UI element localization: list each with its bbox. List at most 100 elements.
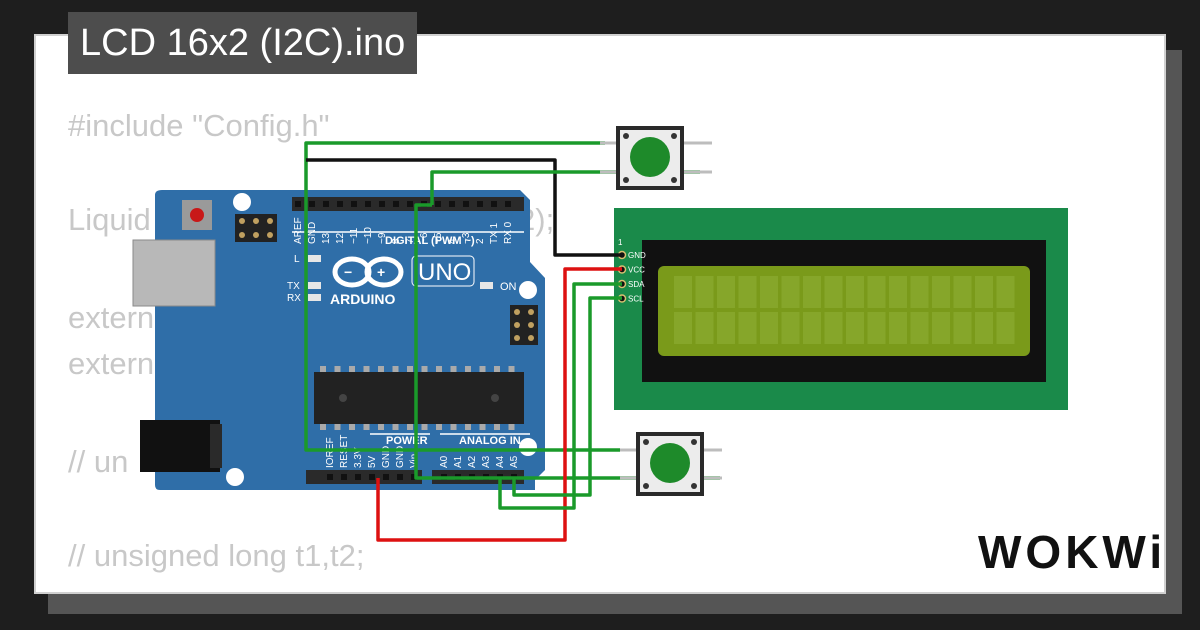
mounting-hole: [519, 438, 537, 456]
digital-pin-hole[interactable]: [379, 201, 385, 207]
power-pin-hole[interactable]: [397, 474, 403, 480]
chip-pin: [334, 424, 341, 430]
button-cap[interactable]: [630, 137, 670, 177]
digital-pin-hole[interactable]: [323, 201, 329, 207]
analog-pin-label: A2: [467, 455, 478, 468]
chip-pin: [494, 424, 500, 430]
code-line-extern-2: extern: [68, 346, 155, 381]
analog-pin-label: A0: [439, 455, 450, 468]
wire-gnd-buttons: [304, 141, 620, 452]
svg-text:−: −: [344, 264, 352, 280]
power-pin-label: GND: [395, 446, 406, 468]
arduino-logo-icon: [332, 256, 404, 288]
digital-pin-label: ~11: [349, 227, 360, 244]
chip-pin: [508, 366, 515, 372]
power-pin-label: 5V: [367, 455, 378, 468]
chip-pin: [334, 366, 341, 372]
chip-pin: [407, 366, 413, 372]
lcd-char-cell: [975, 312, 993, 344]
lcd-char-cell: [674, 276, 692, 308]
lcd-char-cell: [975, 276, 993, 308]
analog-pin-label: A5: [509, 455, 520, 468]
chip-pin: [494, 366, 500, 372]
power-header: [306, 470, 422, 484]
lcd-pin-label: SCL: [628, 295, 644, 304]
analog-label: ANALOG IN: [459, 435, 521, 447]
lcd-char-cell: [996, 312, 1015, 344]
digital-pin-label: ~3: [461, 232, 472, 244]
chip-pin: [349, 366, 355, 372]
digital-pin-hole[interactable]: [449, 201, 455, 207]
digital-pin-hole[interactable]: [295, 201, 301, 207]
pushbutton-top[interactable]: [600, 126, 712, 190]
led-on-label: ON: [500, 281, 517, 293]
digital-pin-hole[interactable]: [463, 201, 469, 207]
led-l: [308, 255, 321, 262]
lcd-char-cell: [846, 312, 864, 344]
digital-pin-hole[interactable]: [365, 201, 371, 207]
svg-text:+: +: [377, 264, 385, 280]
analog-pin-label: A1: [453, 455, 464, 468]
chip-pin: [421, 366, 428, 372]
lcd-char-cell: [867, 276, 886, 308]
lcd-char-cell: [932, 276, 950, 308]
power-jack: [140, 420, 220, 472]
lcd-char-cell: [717, 276, 735, 308]
digital-pin-label: ~9: [377, 232, 388, 244]
lcd-char-cell: [889, 312, 907, 344]
digital-pin-label: 7: [405, 238, 416, 244]
lcd-char-cell: [674, 312, 692, 344]
button-cap[interactable]: [650, 443, 690, 483]
analog-pin-label: A3: [481, 455, 492, 468]
wokwi-logo: WOKWi: [978, 526, 1167, 578]
digital-pin-hole[interactable]: [351, 201, 357, 207]
chip-pin: [436, 366, 442, 372]
power-pin-hole[interactable]: [369, 474, 375, 480]
digital-pin-hole[interactable]: [505, 201, 511, 207]
power-pin-hole[interactable]: [383, 474, 389, 480]
analog-pin-label: A4: [495, 455, 506, 468]
icsp-header: [235, 214, 277, 242]
digital-pin-label: ~5: [433, 232, 444, 244]
chip-pin: [392, 424, 399, 430]
lcd-char-cell: [695, 312, 714, 344]
power-pin-hole[interactable]: [355, 474, 361, 480]
chip-pin: [320, 366, 326, 372]
chip-pin: [363, 366, 370, 372]
digital-pin-label: 4: [447, 238, 458, 244]
led-tx: [308, 282, 321, 289]
digital-pin-hole[interactable]: [491, 201, 497, 207]
chip-pin: [363, 424, 370, 430]
power-pin-label: 3.3V: [353, 447, 364, 468]
chip-pin: [465, 424, 471, 430]
digital-pin-hole[interactable]: [393, 201, 399, 207]
wire-vcc: [376, 267, 622, 542]
lcd-char-cell: [824, 312, 843, 344]
chip-pin: [392, 366, 399, 372]
digital-pin-label: 2: [475, 238, 486, 244]
atmega-chip: [314, 366, 524, 430]
power-pin-hole[interactable]: [341, 474, 347, 480]
mounting-hole: [226, 468, 244, 486]
power-pin-hole[interactable]: [411, 474, 417, 480]
digital-pin-hole[interactable]: [407, 201, 413, 207]
digital-pin-hole[interactable]: [477, 201, 483, 207]
digital-pin-hole[interactable]: [435, 201, 441, 207]
lcd-char-cell: [889, 276, 907, 308]
power-pin-label: IOREF: [325, 437, 336, 468]
chip-pin: [407, 424, 413, 430]
digital-pin-hole[interactable]: [309, 201, 315, 207]
chip-pin: [421, 424, 428, 430]
power-label: POWER: [386, 435, 428, 447]
pushbutton-bottom[interactable]: [620, 432, 722, 496]
power-pin-hole[interactable]: [327, 474, 333, 480]
chip-pin: [450, 366, 457, 372]
power-pin-label: GND: [381, 446, 392, 468]
lcd-char-cell: [824, 276, 843, 308]
digital-pin-hole[interactable]: [337, 201, 343, 207]
chip-pin: [378, 366, 384, 372]
lcd-screen: [658, 266, 1030, 356]
